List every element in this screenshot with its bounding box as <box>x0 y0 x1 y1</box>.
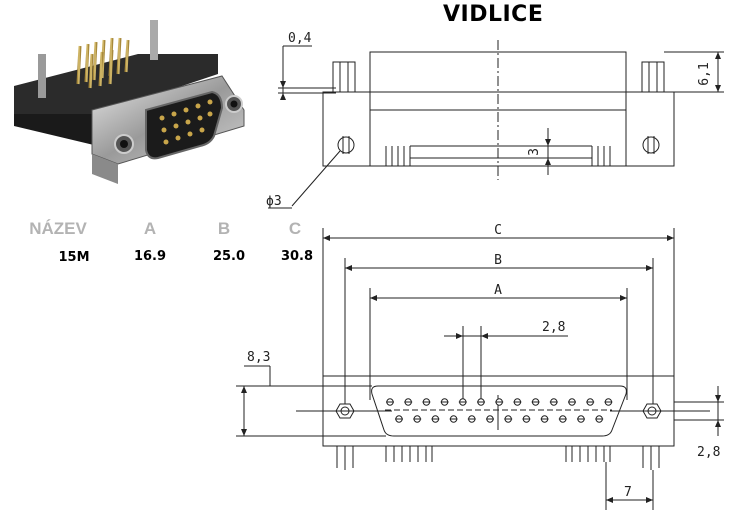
cell-b: 25.0 <box>212 249 246 264</box>
dim-pitch-label: 2,8 <box>542 320 565 335</box>
cell-a: 16.9 <box>133 249 167 264</box>
dim-thickness-label: 0,4 <box>288 31 312 46</box>
dim-c-label: C <box>494 223 502 238</box>
dim-pin-offset-label: 8,3 <box>247 350 270 365</box>
header-name: NÁZEV <box>29 219 87 238</box>
dim-leg-label: 7 <box>624 485 632 500</box>
dim-hole-label: ϕ3 <box>266 194 282 209</box>
cell-c: 30.8 <box>280 249 314 264</box>
header-a: A <box>143 219 157 238</box>
header-b: B <box>217 219 231 238</box>
dim-pin-spacing-label: 2,8 <box>697 445 720 460</box>
header-c: C <box>288 219 302 238</box>
cell-name: 15M <box>58 250 90 265</box>
dim-b-label: B <box>494 253 502 268</box>
dim-slot-label: 3 <box>527 148 542 156</box>
dim-a-label: A <box>494 283 502 298</box>
connector-photo <box>14 20 245 184</box>
page-title: VIDLICE <box>443 2 544 27</box>
dim-height-label: 6,1 <box>697 62 712 85</box>
